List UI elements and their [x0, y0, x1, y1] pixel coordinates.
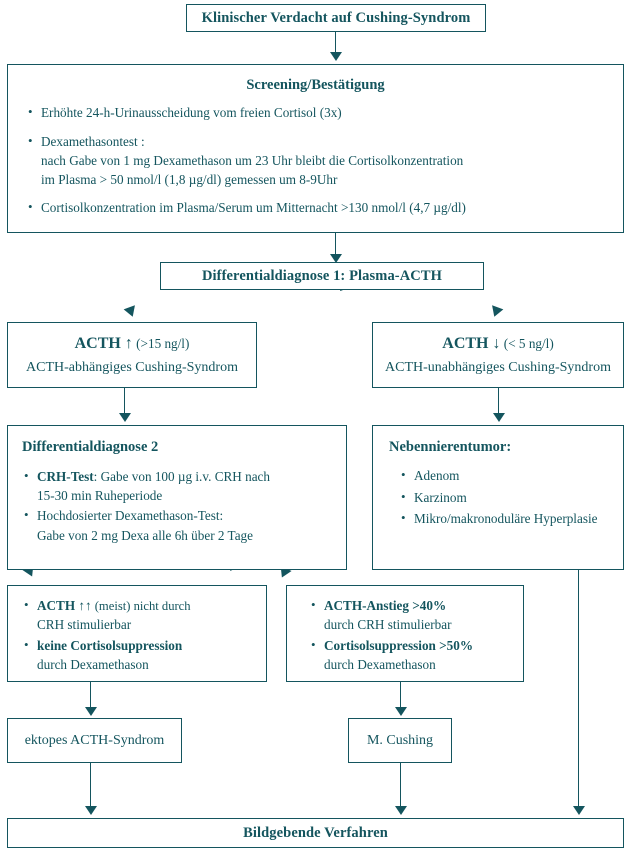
- list-item-continuation: 15-30 min Ruheperiode: [37, 487, 163, 503]
- arrowhead-adrenal-tumor-to-imaging: [573, 806, 585, 815]
- connector-acth-low-to-adrenal-tumor: [498, 388, 499, 416]
- arrowhead-dd1-to-acth-low: [488, 305, 504, 319]
- node-adrenal-tumor-heading: Nebennierentumor:: [389, 439, 512, 455]
- node-cushing-disease: M. Cushing: [348, 718, 452, 763]
- node-acth-low: ACTH ↓ (< 5 ng/l) ACTH-unabhängiges Cush…: [372, 322, 624, 388]
- connector-screening-to-dd1: [335, 233, 336, 258]
- node-screening-heading: Screening/Bestätigung: [246, 77, 385, 93]
- connector-adrenal-tumor-to-imaging: [578, 570, 579, 810]
- node-differential-diagnosis-2-list: CRH-Test: Gabe von 100 µg i.v. CRH nach …: [22, 467, 336, 544]
- list-item: Dexamethasontest :: [26, 132, 605, 151]
- list-item-continuation: im Plasma > 50 nmol/l (1,8 µg/dl) gemess…: [41, 171, 338, 187]
- node-clinical-suspicion-label: Klinischer Verdacht auf Cushing-Syndrom: [201, 9, 471, 26]
- connector-suspicion-to-screening: [335, 32, 336, 56]
- connector-ectopic-to-imaging: [90, 763, 91, 810]
- node-differential-diagnosis-1-label: Differentialdiagnose 1: Plasma-ACTH: [201, 267, 443, 284]
- node-adrenal-tumor: Nebennierentumor: Adenom Karzinom Mikro/…: [372, 425, 624, 570]
- node-differential-diagnosis-1: Differentialdiagnose 1: Plasma-ACTH: [160, 262, 484, 290]
- list-item-continuation: nach Gabe von 1 mg Dexamethason um 23 Uh…: [41, 153, 464, 169]
- arrowhead-result-right-to-cushing: [395, 707, 407, 716]
- node-result-ectopic-findings: ACTH ↑↑ (meist) nicht durch CRH stimulie…: [7, 585, 267, 682]
- node-acth-low-line1: ACTH ↓ (< 5 ng/l): [442, 334, 554, 352]
- node-result-pituitary-findings-list: ACTH-Anstieg >40% durch CRH stimulierbar…: [295, 596, 515, 673]
- arrowhead-cushing-to-imaging: [395, 806, 407, 815]
- list-item: Cortisolsuppression >50%: [309, 636, 515, 655]
- list-item-continuation: durch Dexamethason: [37, 656, 149, 672]
- node-acth-high-line2: ACTH-abhängiges Cushing-Syndrom: [26, 359, 238, 375]
- node-ectopic-acth-syndrome-label: ektopes ACTH-Syndrom: [24, 732, 165, 748]
- node-result-pituitary-findings: ACTH-Anstieg >40% durch CRH stimulierbar…: [286, 585, 524, 682]
- connector-result-right-to-cushing: [400, 682, 401, 709]
- node-adrenal-tumor-list: Adenom Karzinom Mikro/makronoduläre Hype…: [389, 466, 613, 528]
- connector-result-left-to-ectopic: [90, 682, 91, 709]
- node-differential-diagnosis-2: Differentialdiagnose 2 CRH-Test: Gabe vo…: [7, 425, 347, 570]
- arrowhead-acth-high-to-dd2: [119, 413, 131, 422]
- list-item: Karzinom: [399, 488, 613, 507]
- node-clinical-suspicion: Klinischer Verdacht auf Cushing-Syndrom: [186, 4, 486, 32]
- list-item: Adenom: [399, 466, 613, 485]
- node-ectopic-acth-syndrome: ektopes ACTH-Syndrom: [7, 718, 182, 763]
- list-item-continuation: durch Dexamethason: [324, 656, 436, 672]
- list-item: ACTH-Anstieg >40%: [309, 596, 515, 615]
- list-item: Hochdosierter Dexamethason-Test:: [22, 506, 336, 525]
- arrowhead-suspicion-to-screening: [330, 52, 342, 61]
- node-acth-high-line1: ACTH ↑ (>15 ng/l): [74, 334, 190, 352]
- arrowhead-result-left-to-ectopic: [85, 707, 97, 716]
- node-imaging-procedures: Bildgebende Verfahren: [7, 818, 624, 848]
- list-item: keine Cortisolsuppression: [22, 636, 258, 655]
- arrowhead-screening-to-dd1: [330, 254, 342, 263]
- list-item-continuation: CRH stimulierbar: [37, 616, 132, 632]
- connector-cushing-to-imaging: [400, 763, 401, 810]
- list-item-continuation: durch CRH stimulierbar: [324, 616, 452, 632]
- arrowhead-acth-low-to-adrenal-tumor: [493, 413, 505, 422]
- node-screening-list: Erhöhte 24-h-Urinausscheidung vom freien…: [26, 103, 605, 217]
- node-cushing-disease-label: M. Cushing: [366, 732, 434, 748]
- list-item: CRH-Test: Gabe von 100 µg i.v. CRH nach: [22, 467, 336, 486]
- connector-acth-high-to-dd2: [124, 388, 125, 416]
- node-acth-low-line2: ACTH-unabhängiges Cushing-Syndrom: [385, 359, 611, 375]
- node-differential-diagnosis-2-heading: Differentialdiagnose 2: [22, 439, 159, 455]
- arrowhead-dd1-to-acth-high: [123, 305, 139, 319]
- arrowhead-ectopic-to-imaging: [85, 806, 97, 815]
- node-screening: Screening/Bestätigung Erhöhte 24-h-Urina…: [7, 64, 624, 233]
- list-item-continuation: Gabe von 2 mg Dexa alle 6h über 2 Tage: [37, 527, 253, 543]
- node-result-ectopic-findings-list: ACTH ↑↑ (meist) nicht durch CRH stimulie…: [16, 596, 258, 673]
- node-imaging-procedures-label: Bildgebende Verfahren: [243, 824, 388, 841]
- list-item: Cortisolkonzentration im Plasma/Serum um…: [26, 198, 605, 217]
- node-acth-high: ACTH ↑ (>15 ng/l) ACTH-abhängiges Cushin…: [7, 322, 257, 388]
- list-item: Mikro/makronoduläre Hyperplasie: [399, 509, 613, 528]
- list-item: Erhöhte 24-h-Urinausscheidung vom freien…: [26, 103, 605, 122]
- list-item: ACTH ↑↑ (meist) nicht durch: [22, 596, 258, 615]
